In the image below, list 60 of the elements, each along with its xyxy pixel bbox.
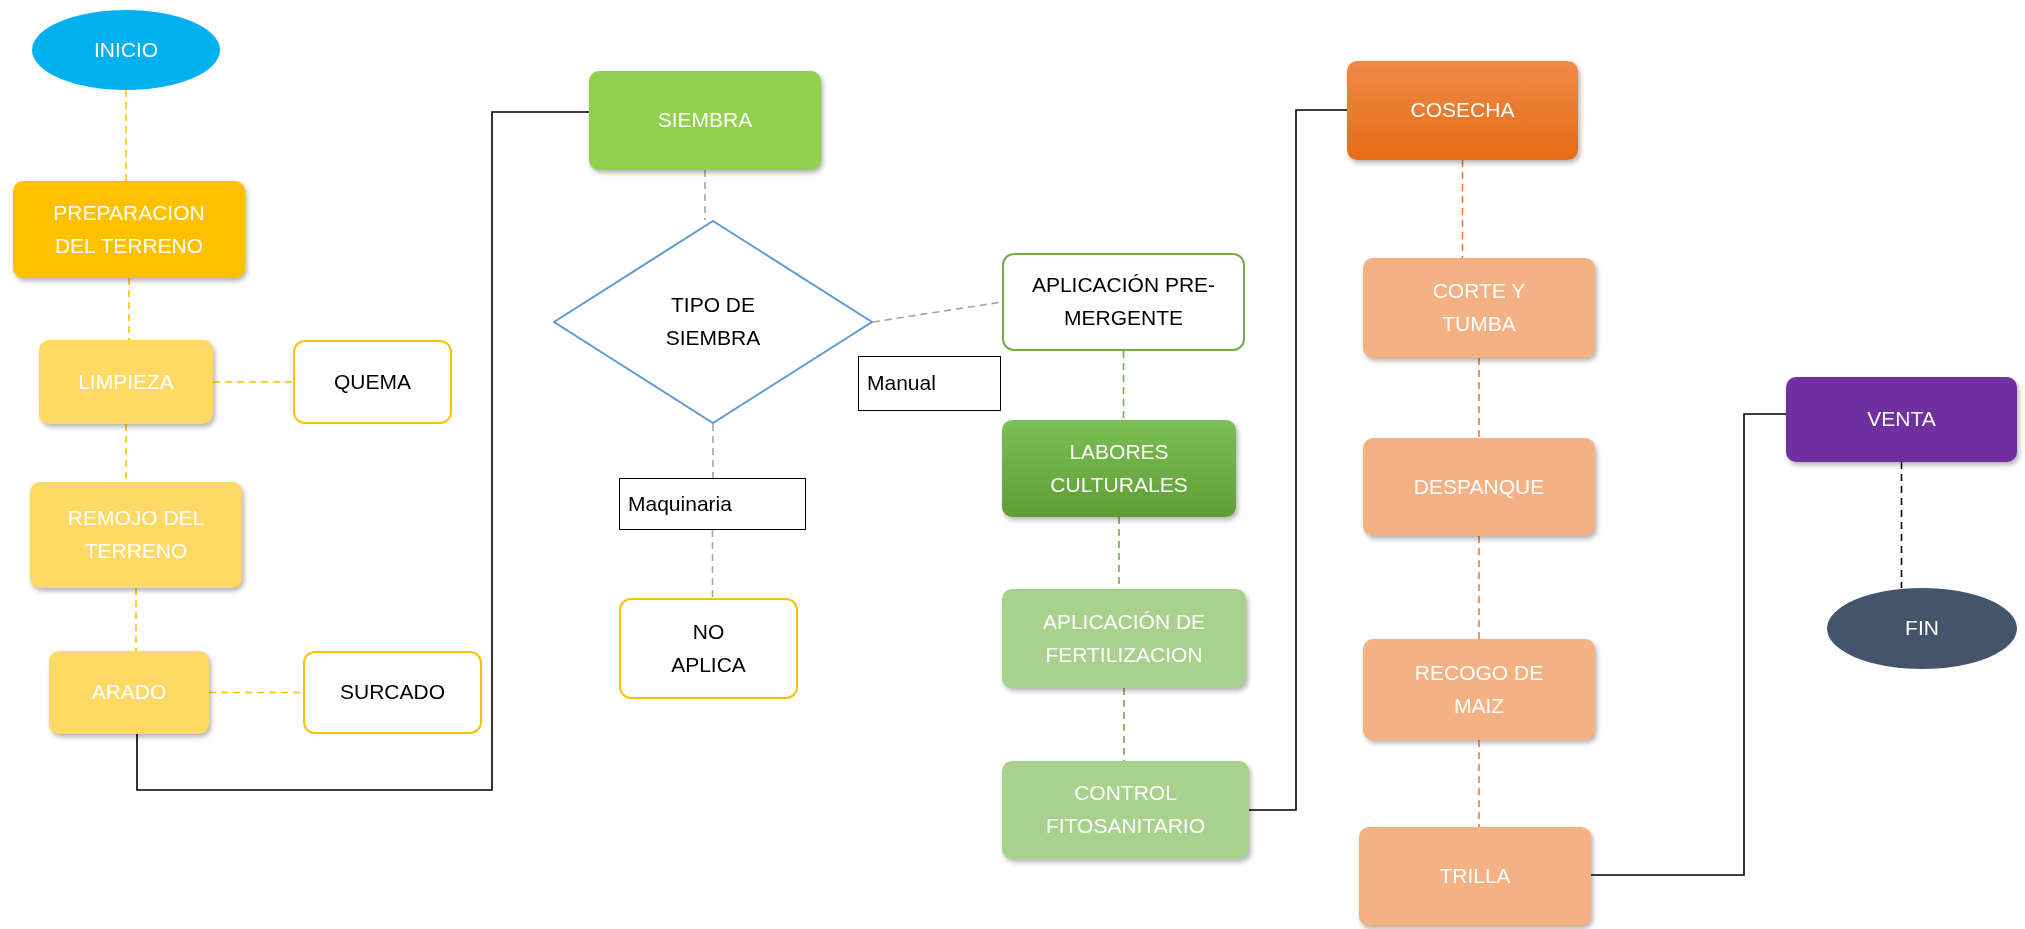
process-box (49, 651, 209, 734)
node-label: LABORES CULTURALES (1049, 438, 1189, 498)
process-box (1347, 61, 1578, 160)
node-label: SURCADO (339, 679, 446, 706)
process-box (1002, 589, 1246, 688)
process-box (1002, 420, 1236, 517)
process-box (1363, 438, 1595, 536)
connector-line (1478, 535, 1480, 640)
node-label: FIN (1904, 615, 1940, 642)
connector-line (125, 89, 127, 182)
process-box (1363, 258, 1595, 358)
node-label: VENTA (1866, 406, 1937, 433)
connector-line (1248, 109, 1348, 811)
connector-line (1590, 413, 1787, 876)
connector-line (1478, 739, 1480, 828)
connector-line (704, 169, 706, 221)
connector-line (136, 111, 590, 791)
node-label: CORTE Y TUMBA (1431, 278, 1527, 337)
connector-line (712, 423, 714, 479)
connector-line (128, 277, 130, 341)
process-box (303, 651, 482, 734)
node-label: Manual (866, 370, 937, 397)
node-label: INICIO (92, 36, 160, 63)
node-label: RECOGO DE MAIZ (1413, 659, 1545, 719)
process-box (1002, 761, 1249, 859)
process-box (1363, 639, 1595, 740)
node-label: TIPO DE SIEMBRA (664, 292, 762, 351)
process-box (589, 71, 821, 170)
process-box (293, 340, 452, 424)
process-box (619, 598, 798, 699)
connector-line (135, 587, 137, 652)
node-label: COSECHA (1409, 97, 1516, 124)
node-label: Maquinaria (627, 490, 733, 517)
node-label: SIEMBRA (656, 107, 754, 134)
process-box (39, 340, 213, 424)
connector-line (1122, 350, 1125, 421)
process-box (13, 181, 245, 278)
connector-line (1461, 159, 1464, 259)
connector-line (1478, 357, 1480, 439)
connector-line (212, 381, 294, 383)
option-box (619, 478, 806, 530)
node-label: CONTROL FITOSANITARIO (1044, 780, 1207, 839)
node-label: PREPARACION DEL TERRENO (52, 199, 206, 259)
process-box (30, 482, 242, 588)
node-label: APLICACIÓN DE FERTILIZACION (1041, 608, 1207, 668)
node-label: DESPANQUE (1412, 473, 1546, 500)
node-label: LIMPIEZA (77, 368, 175, 395)
connector-line (711, 529, 714, 599)
process-box (1786, 377, 2017, 462)
node-label: APLICACIÓN PRE-MERGENTE (1030, 272, 1217, 331)
connector-line (1900, 461, 1903, 589)
node-label: ARADO (90, 679, 168, 706)
process-box (1002, 253, 1245, 351)
option-box (858, 356, 1001, 411)
node-label: TRILLA (1438, 863, 1512, 890)
process-box (1359, 827, 1591, 926)
node-label: REMOJO DEL TERRENO (66, 505, 206, 564)
node-label: NO APLICA (670, 618, 747, 678)
node-label: QUEMA (333, 368, 412, 395)
connector-line (1123, 687, 1125, 762)
